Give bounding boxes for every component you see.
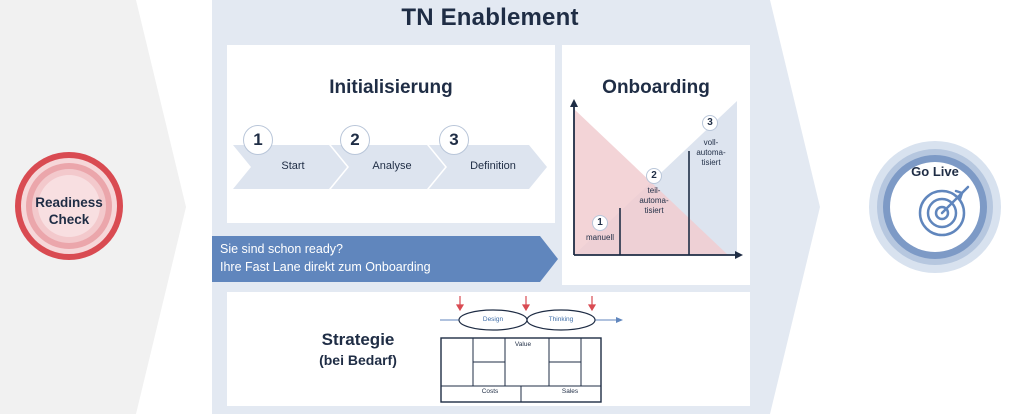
initialisierung-title: Initialisierung bbox=[329, 77, 453, 98]
page-title: TN Enablement bbox=[401, 4, 579, 31]
red-arrows bbox=[455, 296, 597, 312]
thinking-label: Thinking bbox=[548, 316, 574, 323]
step-label-analyse: Analyse bbox=[372, 160, 412, 172]
y-axis-arrow bbox=[570, 99, 578, 107]
golive-label: Go Live bbox=[911, 164, 959, 179]
onboarding-panel: Onboarding 1 manuell 2 teil-automa-tisie… bbox=[562, 45, 750, 285]
thinking-ellipse bbox=[526, 309, 596, 331]
business-model-canvas bbox=[440, 337, 602, 403]
target-icon bbox=[918, 185, 970, 237]
strategy-graphic bbox=[440, 296, 623, 403]
level-number-2: 2 bbox=[646, 168, 662, 184]
onboarding-title: Onboarding bbox=[602, 77, 710, 98]
level-label-1: manuell bbox=[585, 233, 614, 242]
level-label-2: teil-automa-tisiert bbox=[639, 186, 669, 215]
level-number-3: 3 bbox=[702, 115, 718, 131]
fast-lane-arrow bbox=[212, 236, 558, 282]
x-axis-arrow bbox=[735, 251, 743, 259]
step-label-definition: Definition bbox=[470, 160, 516, 172]
level-label-3: voll-automa-tisiert bbox=[696, 138, 726, 167]
step-arrow-definition bbox=[429, 145, 547, 189]
step-label-start: Start bbox=[281, 160, 305, 172]
step-number-2: 2 bbox=[340, 125, 370, 155]
step-number-1: 1 bbox=[243, 125, 273, 155]
strategie-subtitle: (bei Bedarf) bbox=[319, 352, 397, 368]
flow-arrow-head bbox=[616, 317, 623, 323]
costs-label: Costs bbox=[481, 388, 499, 395]
process-arrows bbox=[233, 145, 547, 189]
fast-lane-line2: Ihre Fast Lane direkt zum Onboarding bbox=[220, 260, 431, 274]
fast-lane-line1: Sie sind schon ready? bbox=[220, 242, 343, 256]
value-label: Value bbox=[514, 341, 532, 348]
readiness-circle bbox=[15, 152, 123, 260]
design-label: Design bbox=[482, 316, 504, 323]
strategie-title: Strategie bbox=[321, 330, 395, 349]
step-number-3: 3 bbox=[439, 125, 469, 155]
initialisierung-panel: Initialisierung 1 2 3 Start Analyse Defi… bbox=[227, 45, 555, 223]
sales-label: Sales bbox=[561, 388, 579, 395]
golive-circle bbox=[869, 141, 1001, 273]
step-arrow-analyse bbox=[331, 145, 445, 189]
step-arrow-start bbox=[233, 145, 347, 189]
level-number-1: 1 bbox=[592, 215, 608, 231]
